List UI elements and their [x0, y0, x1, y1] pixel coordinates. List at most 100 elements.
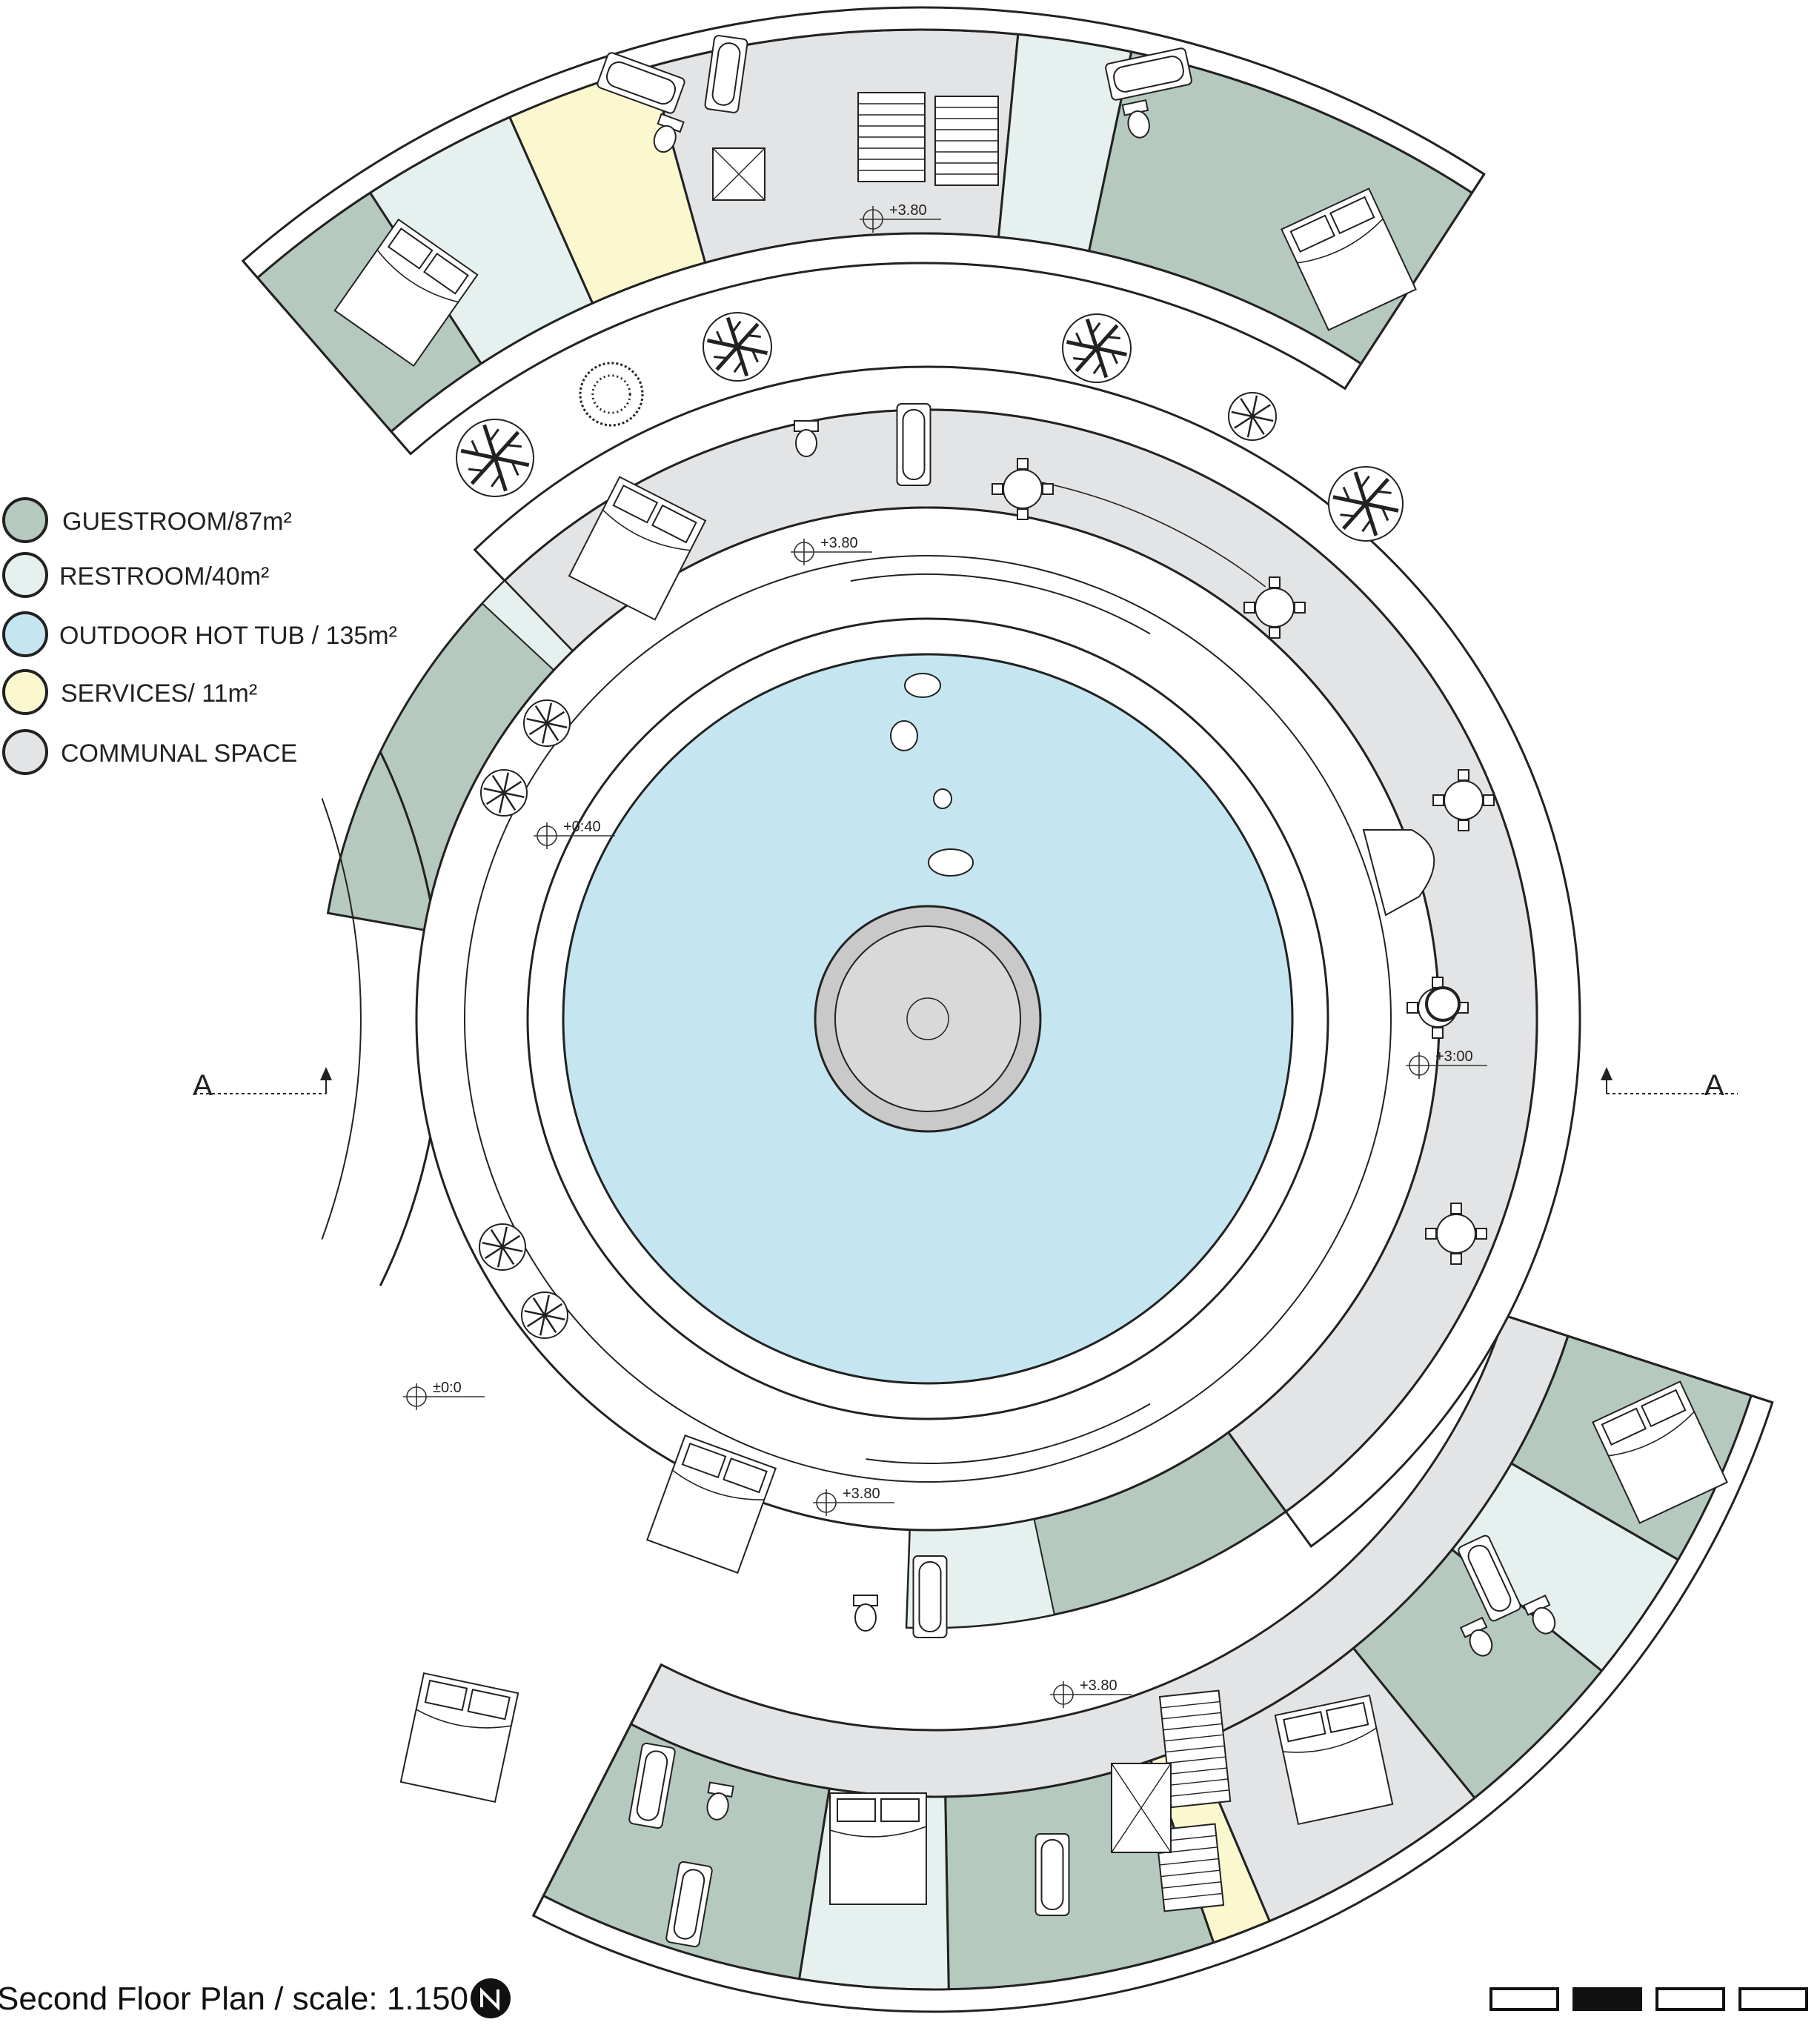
- tree-branch: [484, 1246, 503, 1260]
- chair: [1432, 1027, 1444, 1039]
- tub-inner: [902, 409, 926, 480]
- tree-branch: [494, 430, 520, 459]
- duvet-line: [416, 1709, 511, 1729]
- tree-branch: [544, 1303, 563, 1317]
- tree-branch: [501, 1226, 508, 1248]
- duvet-line: [376, 249, 459, 303]
- tree-branch: [544, 1314, 565, 1321]
- stepping-stone: [928, 848, 974, 877]
- tree-branch: [493, 457, 508, 492]
- chair: [1483, 794, 1495, 806]
- tub-inner: [636, 1750, 668, 1821]
- stair-tread: [1163, 1723, 1223, 1731]
- legend-label: OUTDOOR HOT TUB / 135m²: [59, 622, 397, 650]
- plan-title: Second Floor Plan / scale: 1.150: [0, 1981, 468, 2017]
- scale-bar: [1489, 1987, 1808, 2011]
- tree-twig: [733, 360, 743, 373]
- legend-swatch: [2, 669, 48, 715]
- toilet-icon: [853, 1595, 878, 1632]
- bed-frame: [333, 218, 479, 368]
- tree-twig: [1342, 486, 1351, 501]
- tree-twig: [1340, 513, 1355, 518]
- elevation-marker: +3.80: [1050, 1678, 1132, 1708]
- legend-label: SERVICES/ 11m²: [61, 679, 257, 708]
- elevation-label: +0:40: [563, 819, 601, 835]
- tree-twig: [1381, 507, 1389, 522]
- elevation-label: +3.80: [889, 202, 927, 219]
- shrub-icon: [579, 362, 644, 427]
- tree-branch: [524, 1309, 545, 1317]
- wing-end-wall: [242, 260, 412, 455]
- staircase: [1158, 1689, 1232, 1809]
- tree-twig: [1073, 356, 1087, 361]
- tree-branch: [1246, 416, 1254, 438]
- elevation-label: ±0:0: [433, 1380, 462, 1396]
- legend-swatch: [2, 552, 48, 598]
- bed: [645, 1434, 777, 1574]
- duvet-line: [602, 509, 691, 551]
- tree-branch: [545, 722, 559, 742]
- chair: [1243, 602, 1255, 614]
- elevation-marker: +3:00: [1406, 1048, 1487, 1079]
- tree-branch: [1240, 398, 1254, 417]
- bed: [829, 1792, 927, 1905]
- table: [1003, 469, 1043, 509]
- stair-tread: [1160, 1869, 1220, 1878]
- bathtub-icon: [1458, 1535, 1521, 1622]
- tree-branch: [482, 1241, 503, 1249]
- chair: [1458, 769, 1469, 781]
- tree-icon: [456, 419, 534, 497]
- tree-branch: [526, 1314, 545, 1328]
- duvet-line: [671, 1469, 765, 1500]
- tree-branch: [1342, 502, 1367, 531]
- legend-item-services: SERVICES/ 11m²: [2, 669, 257, 715]
- tree-twig: [471, 439, 479, 455]
- tree-twig: [1091, 322, 1101, 335]
- tree-twig: [1110, 350, 1118, 365]
- fireplace-icon: [1425, 986, 1461, 1022]
- legend-item-guestroom: GUESTROOM/87m²: [2, 497, 292, 543]
- elevation-marker: +3.80: [813, 1486, 894, 1516]
- legend-label: RESTROOM/40m²: [59, 562, 269, 591]
- toilet-bowl: [854, 1603, 877, 1632]
- tree-twig: [1106, 336, 1120, 340]
- tree-branch: [498, 792, 505, 814]
- tree-branch: [534, 705, 548, 724]
- tree-twig: [468, 468, 484, 472]
- elevation-markers: +3.80 +3.80 +0:40 +3:00 ±0:0 +3.80: [403, 202, 1487, 1708]
- deck-rail: [321, 798, 362, 1240]
- elevation-label: +3.80: [1080, 1678, 1117, 1694]
- pillow: [612, 484, 659, 524]
- stair-tread: [1163, 1892, 1223, 1901]
- legend-label: COMMUNAL SPACE: [61, 739, 297, 768]
- pillow: [424, 1679, 468, 1712]
- tree-branch: [485, 791, 505, 805]
- duvet-line: [1297, 218, 1384, 264]
- tree-twig: [506, 444, 522, 448]
- wing-end-wall: [532, 1664, 662, 1916]
- shrub-inner: [591, 374, 631, 414]
- duvet-line: [1608, 1411, 1695, 1457]
- tree-branch: [491, 774, 505, 794]
- tree-twig: [731, 320, 742, 333]
- tree-branch: [532, 1297, 546, 1316]
- central-ring: [321, 365, 1581, 1629]
- tree-branch: [1364, 477, 1389, 505]
- tree-twig: [1376, 490, 1392, 494]
- chair: [1042, 483, 1054, 495]
- section-mark-right: A: [1601, 1067, 1738, 1102]
- staircase: [934, 96, 999, 186]
- chair: [1269, 576, 1281, 588]
- wing-end-wall: [1344, 173, 1486, 390]
- bathtub-icon: [1105, 47, 1192, 101]
- toilet-icon: [1121, 99, 1150, 139]
- section-mark-left: A: [193, 1067, 332, 1102]
- counter: [1023, 478, 1266, 588]
- table: [1255, 588, 1295, 628]
- tree-twig: [1359, 475, 1370, 489]
- bathtub-icon: [665, 1861, 713, 1948]
- tree-branch: [543, 1294, 551, 1316]
- table: [1436, 1214, 1476, 1254]
- tree-twig: [1092, 362, 1103, 375]
